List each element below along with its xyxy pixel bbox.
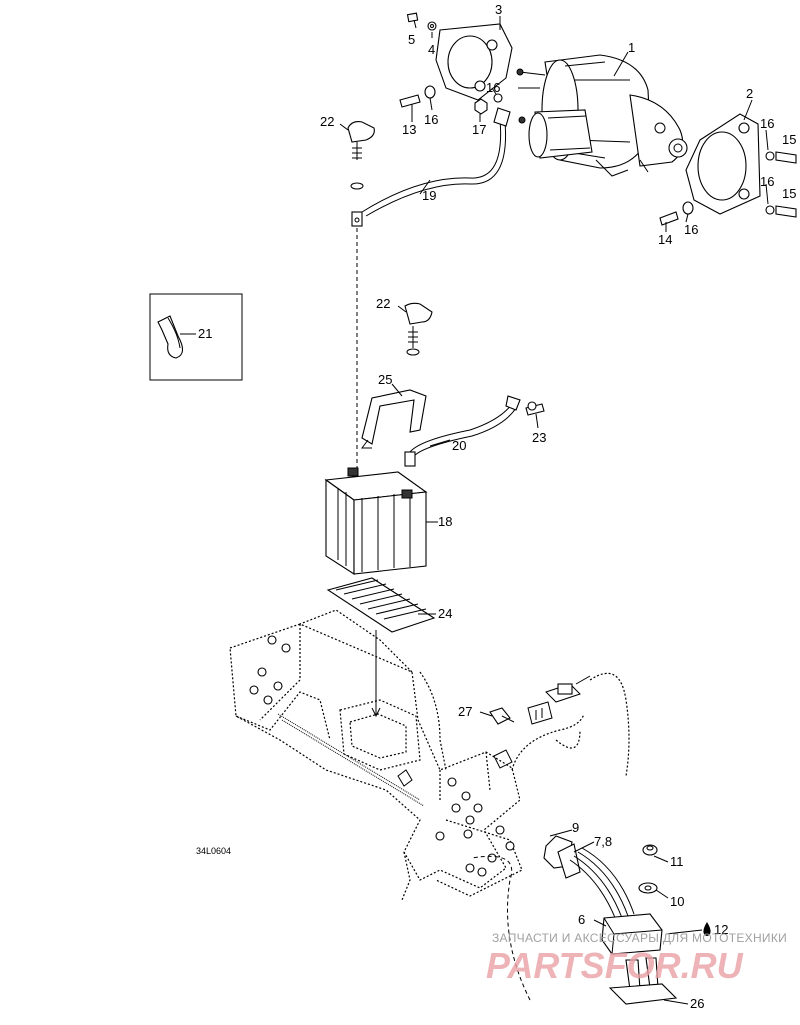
callout-16-a: 16 <box>424 112 438 127</box>
watermark-tagline: ЗАПЧАСТИ И АКСЕССУАРЫ ДЛЯ МОТОТЕХНИКИ <box>492 931 787 945</box>
frame <box>229 609 523 901</box>
terminal-cap-middle <box>404 302 433 356</box>
callout-23: 23 <box>532 430 546 445</box>
rear-bracket <box>435 23 513 101</box>
battery-cable <box>404 395 545 467</box>
watermark: ЗАПЧАСТИ И АКСЕССУАРЫ ДЛЯ МОТОТЕХНИКИ PA… <box>486 931 787 986</box>
battery <box>324 467 428 576</box>
wiring-harness <box>511 672 630 777</box>
starter-cable <box>347 107 511 227</box>
callout-7-8: 7,8 <box>594 834 612 849</box>
callout-16-c: 16 <box>760 116 774 131</box>
washers-10-11 <box>638 844 658 894</box>
callout-15-b: 15 <box>782 186 796 201</box>
regulator-routing-line <box>471 855 531 1001</box>
callout-1: 1 <box>628 40 635 55</box>
callout-12: 12 <box>714 922 728 937</box>
callout-18: 18 <box>438 514 452 529</box>
callout-3: 3 <box>495 2 502 17</box>
regulator-assembly <box>543 835 678 1005</box>
callout-26: 26 <box>690 996 704 1011</box>
callout-20: 20 <box>452 438 466 453</box>
starter-motor <box>516 54 688 177</box>
callout-27: 27 <box>458 704 472 719</box>
callout-14: 14 <box>658 232 672 247</box>
callout-5: 5 <box>408 32 415 47</box>
battery-strap <box>361 389 427 449</box>
callout-16-b: 16 <box>486 80 500 95</box>
callout-15-a: 15 <box>782 132 796 147</box>
watermark-logo: PARTSFOR.RU <box>486 945 744 986</box>
callout-11: 11 <box>670 854 684 869</box>
front-bracket <box>685 113 761 215</box>
drop-icon <box>703 922 711 936</box>
figure-code: 34L0604 <box>196 846 231 856</box>
callout-10: 10 <box>670 894 684 909</box>
battery-pad <box>326 577 436 633</box>
callout-4: 4 <box>428 42 435 57</box>
callout-24: 24 <box>438 606 452 621</box>
callout-labels: 1 2 3 5 4 13 16 16 17 16 15 16 15 14 16 … <box>198 2 796 1011</box>
install-arrow <box>371 630 381 718</box>
callout-21: 21 <box>198 326 212 341</box>
callout-2: 2 <box>746 86 753 101</box>
callout-6: 6 <box>578 912 585 927</box>
leader-lines <box>180 16 769 1005</box>
callout-17: 17 <box>472 122 486 137</box>
callout-22-b: 22 <box>376 296 390 311</box>
top-fasteners <box>399 12 797 226</box>
tie-strap-box <box>149 293 243 381</box>
callout-13: 13 <box>402 122 416 137</box>
callout-22-a: 22 <box>320 114 334 129</box>
callout-9: 9 <box>572 820 579 835</box>
callout-25: 25 <box>378 372 392 387</box>
connector-27 <box>489 707 515 725</box>
callout-16-e: 16 <box>684 222 698 237</box>
callout-19: 19 <box>422 188 436 203</box>
callout-16-d: 16 <box>760 174 774 189</box>
